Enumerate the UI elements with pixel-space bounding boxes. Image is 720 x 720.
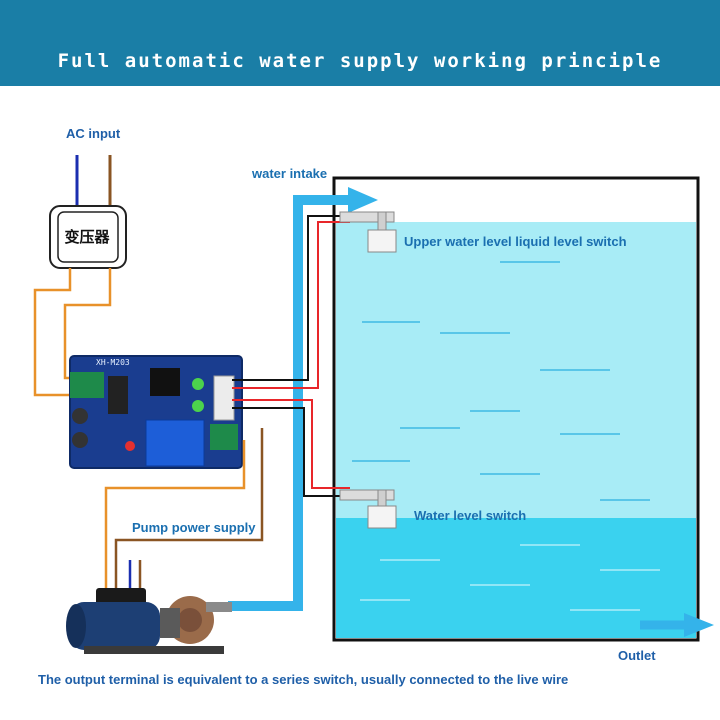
outlet-label: Outlet [618,648,656,663]
water-ripples [352,261,650,501]
lower-float-switch-icon [339,489,397,529]
intake-pipe [228,195,352,611]
intake-arrow-icon [348,187,378,213]
lower-switch-wire-black [232,407,350,497]
upper-float-switch-icon [339,211,397,253]
header-banner [0,0,720,86]
board-model-label: XH-M203 [96,358,130,367]
pump-wire-outer [114,428,264,588]
water-ripples-lower [360,544,660,611]
lower-switch-wire-red [232,399,350,489]
page-title: Full automatic water supply working prin… [57,50,663,72]
pump-wire-inner [104,440,246,592]
water-supply-diagram [33,155,714,654]
upper-switch-wire-black [232,215,350,381]
water-tank [332,176,700,642]
upper-switch-label: Upper water level liquid level switch [404,234,627,249]
ac-input-label: AC input [66,126,121,141]
outlet-arrow-icon [684,613,714,637]
tank-water-upper [336,222,696,518]
relay-board-icon [69,355,243,469]
footer-note: The output terminal is equivalent to a s… [38,672,569,687]
pump-power-label: Pump power supply [132,520,256,535]
upper-switch-wire-red [232,221,350,389]
tank-water-lower [336,518,696,638]
transformer-icon [49,205,127,269]
lower-switch-label: Water level switch [414,508,527,523]
water-intake-label: water intake [252,166,328,181]
transformer-label: 变压器 [64,229,110,246]
water-pump-icon [66,588,232,654]
